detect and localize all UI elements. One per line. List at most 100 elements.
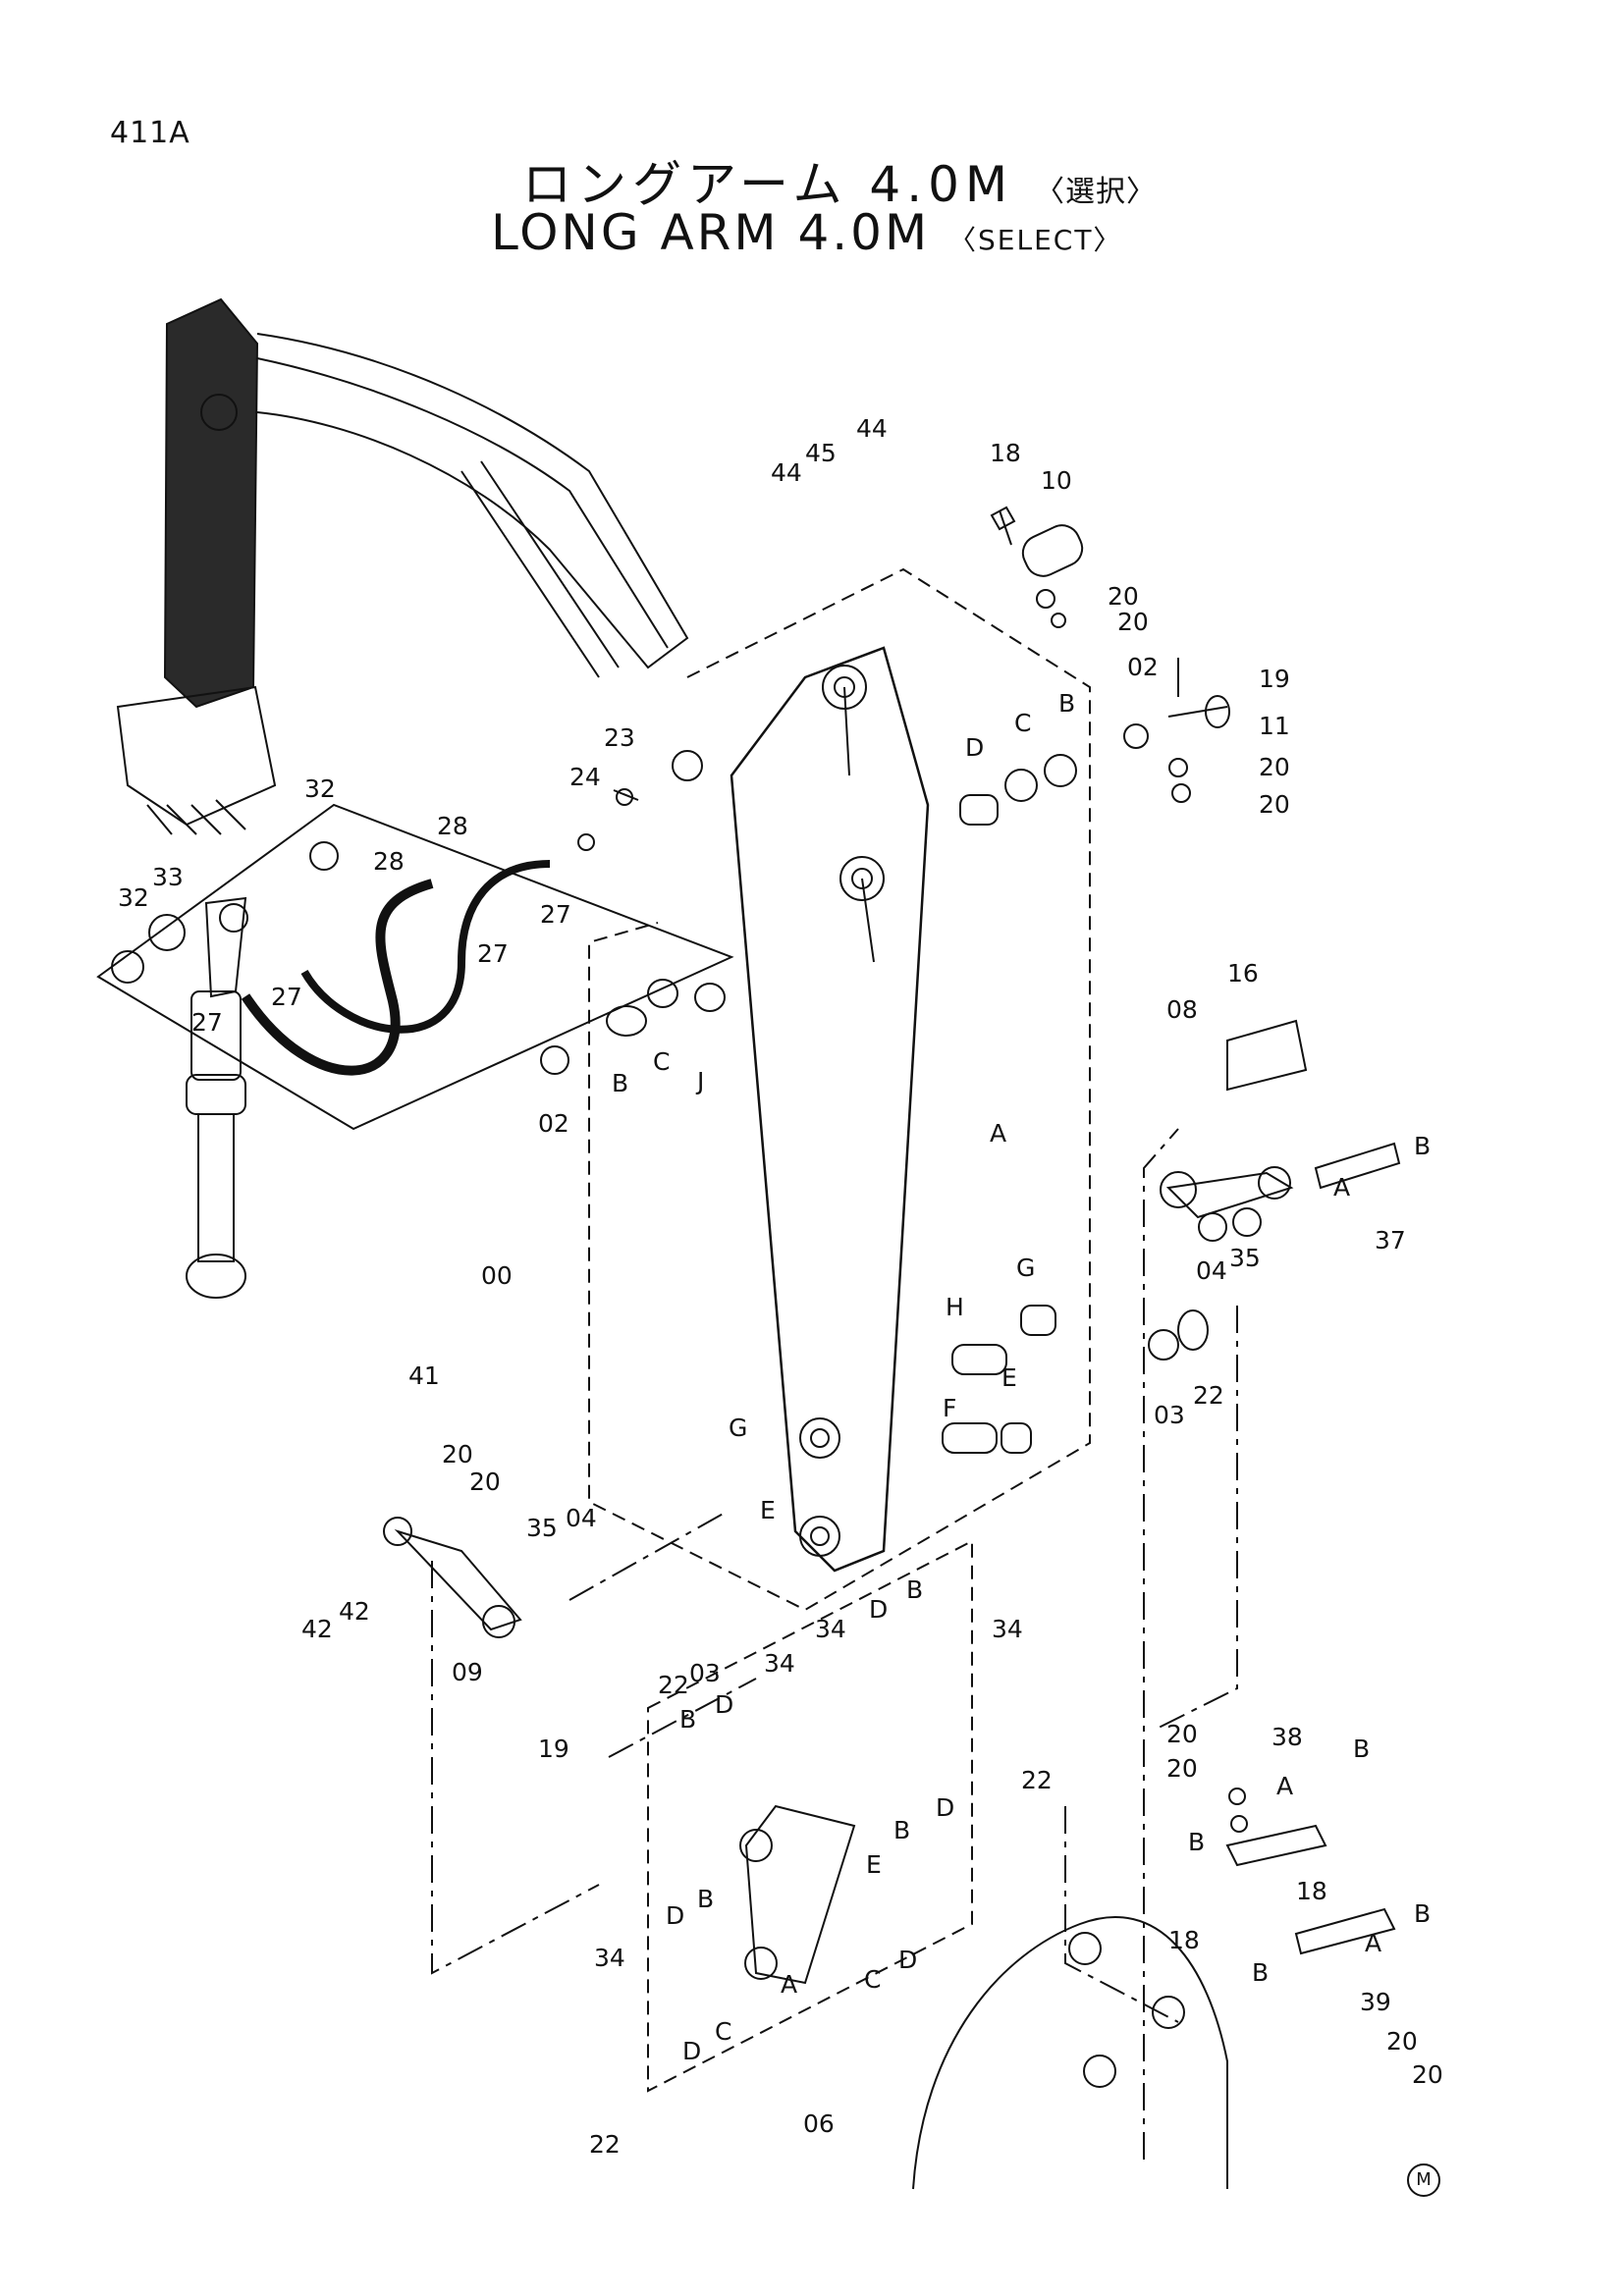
callout: 02 — [538, 1109, 569, 1138]
callout: C — [864, 1965, 881, 1994]
callout: 03 — [1154, 1401, 1185, 1429]
link-and-pin-parts — [942, 1019, 1401, 1454]
callout: 03 — [689, 1659, 721, 1687]
callout: A — [1365, 1929, 1381, 1957]
callout: 37 — [1375, 1226, 1406, 1255]
callout: 28 — [437, 812, 468, 840]
callout: 19 — [538, 1735, 569, 1763]
callout: B — [1353, 1735, 1370, 1763]
callout: A — [1276, 1772, 1293, 1800]
callout: 06 — [803, 2109, 835, 2138]
callout: 20 — [1386, 2027, 1418, 2056]
callout: B — [1414, 1899, 1431, 1928]
callout: G — [729, 1414, 747, 1442]
callout: 20 — [1259, 753, 1290, 781]
leader-lines — [431, 1128, 1238, 2160]
callout: E — [1001, 1363, 1017, 1392]
callout: B — [1058, 689, 1075, 718]
hydraulic-hoses — [241, 860, 551, 1076]
callout: B — [893, 1816, 910, 1844]
callout: 18 — [1296, 1877, 1327, 1905]
excavator-overview-drawing — [116, 297, 689, 835]
callout: 39 — [1360, 1988, 1391, 2016]
callout: D — [715, 1690, 733, 1719]
callout: 20 — [1166, 1754, 1198, 1783]
callout: D — [666, 1901, 684, 1930]
callout: 08 — [1166, 995, 1198, 1024]
callout: 34 — [815, 1615, 846, 1643]
callout: 34 — [594, 1944, 625, 1972]
callout: 00 — [481, 1261, 513, 1290]
callout: E — [760, 1496, 776, 1524]
callout: 35 — [1229, 1244, 1261, 1272]
callout: 41 — [408, 1362, 440, 1390]
callout: B — [679, 1705, 696, 1734]
callout: F — [943, 1394, 956, 1422]
callout: 20 — [469, 1468, 501, 1496]
callout: 22 — [658, 1671, 689, 1699]
callout: E — [866, 1850, 882, 1879]
callout: 42 — [339, 1597, 370, 1626]
callout: G — [1016, 1254, 1035, 1282]
callout: 32 — [304, 774, 336, 803]
callout: D — [869, 1595, 888, 1624]
callout: C — [653, 1047, 670, 1076]
title-en-select: 〈SELECT〉 — [948, 224, 1123, 256]
callout: 34 — [764, 1649, 795, 1678]
callout: 24 — [569, 763, 601, 791]
callout: 27 — [191, 1008, 223, 1037]
callout: 18 — [990, 439, 1021, 467]
callout: 27 — [540, 900, 571, 929]
callout: 20 — [442, 1440, 473, 1468]
callout: 20 — [1166, 1720, 1198, 1748]
callout: D — [682, 2037, 701, 2065]
callout: 38 — [1271, 1723, 1303, 1751]
callout: 28 — [373, 847, 405, 876]
callout: 18 — [1168, 1926, 1200, 1954]
bucket-link-parts — [383, 1517, 1396, 2190]
hose-assembly-panel — [96, 803, 734, 1131]
callout: D — [936, 1793, 954, 1822]
title-en-text: LONG ARM 4.0M — [491, 204, 931, 261]
callout: D — [898, 1946, 917, 1974]
callout: 32 — [118, 883, 149, 912]
title-english: LONG ARM 4.0M 〈SELECT〉 — [491, 204, 1122, 261]
callout: 42 — [301, 1615, 333, 1643]
callout: 44 — [771, 458, 802, 487]
callout: B — [1188, 1828, 1205, 1856]
callout: 11 — [1259, 712, 1290, 740]
callout: 02 — [1127, 653, 1159, 681]
link-assembly-boundary — [647, 1539, 973, 2093]
callout: 33 — [152, 863, 184, 891]
manufacturer-mark: M — [1407, 2163, 1440, 2197]
upper-pin-parts — [111, 506, 1230, 1075]
callout: C — [1014, 709, 1031, 737]
title-jp-select: 〈選択〉 — [1034, 175, 1157, 209]
callout: 20 — [1108, 582, 1139, 611]
callout: 09 — [452, 1658, 483, 1686]
callout: 23 — [604, 723, 635, 752]
callout: 27 — [477, 939, 509, 968]
callout: 04 — [566, 1504, 597, 1532]
callout: A — [990, 1119, 1006, 1148]
callout: H — [946, 1293, 964, 1321]
arm-assembly-boundary — [588, 567, 1091, 1612]
callout: 22 — [1021, 1766, 1053, 1794]
callout: 27 — [271, 983, 302, 1011]
title-jp-text: ロングアーム 4.0M — [522, 156, 1014, 213]
callout: B — [1252, 1958, 1269, 1987]
callout: 44 — [856, 414, 888, 443]
callout: 45 — [805, 439, 837, 467]
callout: B — [612, 1069, 628, 1097]
arm-body-drawing — [730, 646, 930, 1573]
callout: 20 — [1259, 790, 1290, 819]
callout: 16 — [1227, 959, 1259, 988]
callout: 04 — [1196, 1256, 1227, 1285]
callout: 19 — [1259, 665, 1290, 693]
callout: B — [697, 1885, 714, 1913]
callout: B — [1414, 1132, 1431, 1160]
callout: 20 — [1412, 2060, 1443, 2089]
callout: A — [781, 1970, 797, 1999]
title-japanese: ロングアーム 4.0M 〈選択〉 — [522, 145, 1157, 216]
